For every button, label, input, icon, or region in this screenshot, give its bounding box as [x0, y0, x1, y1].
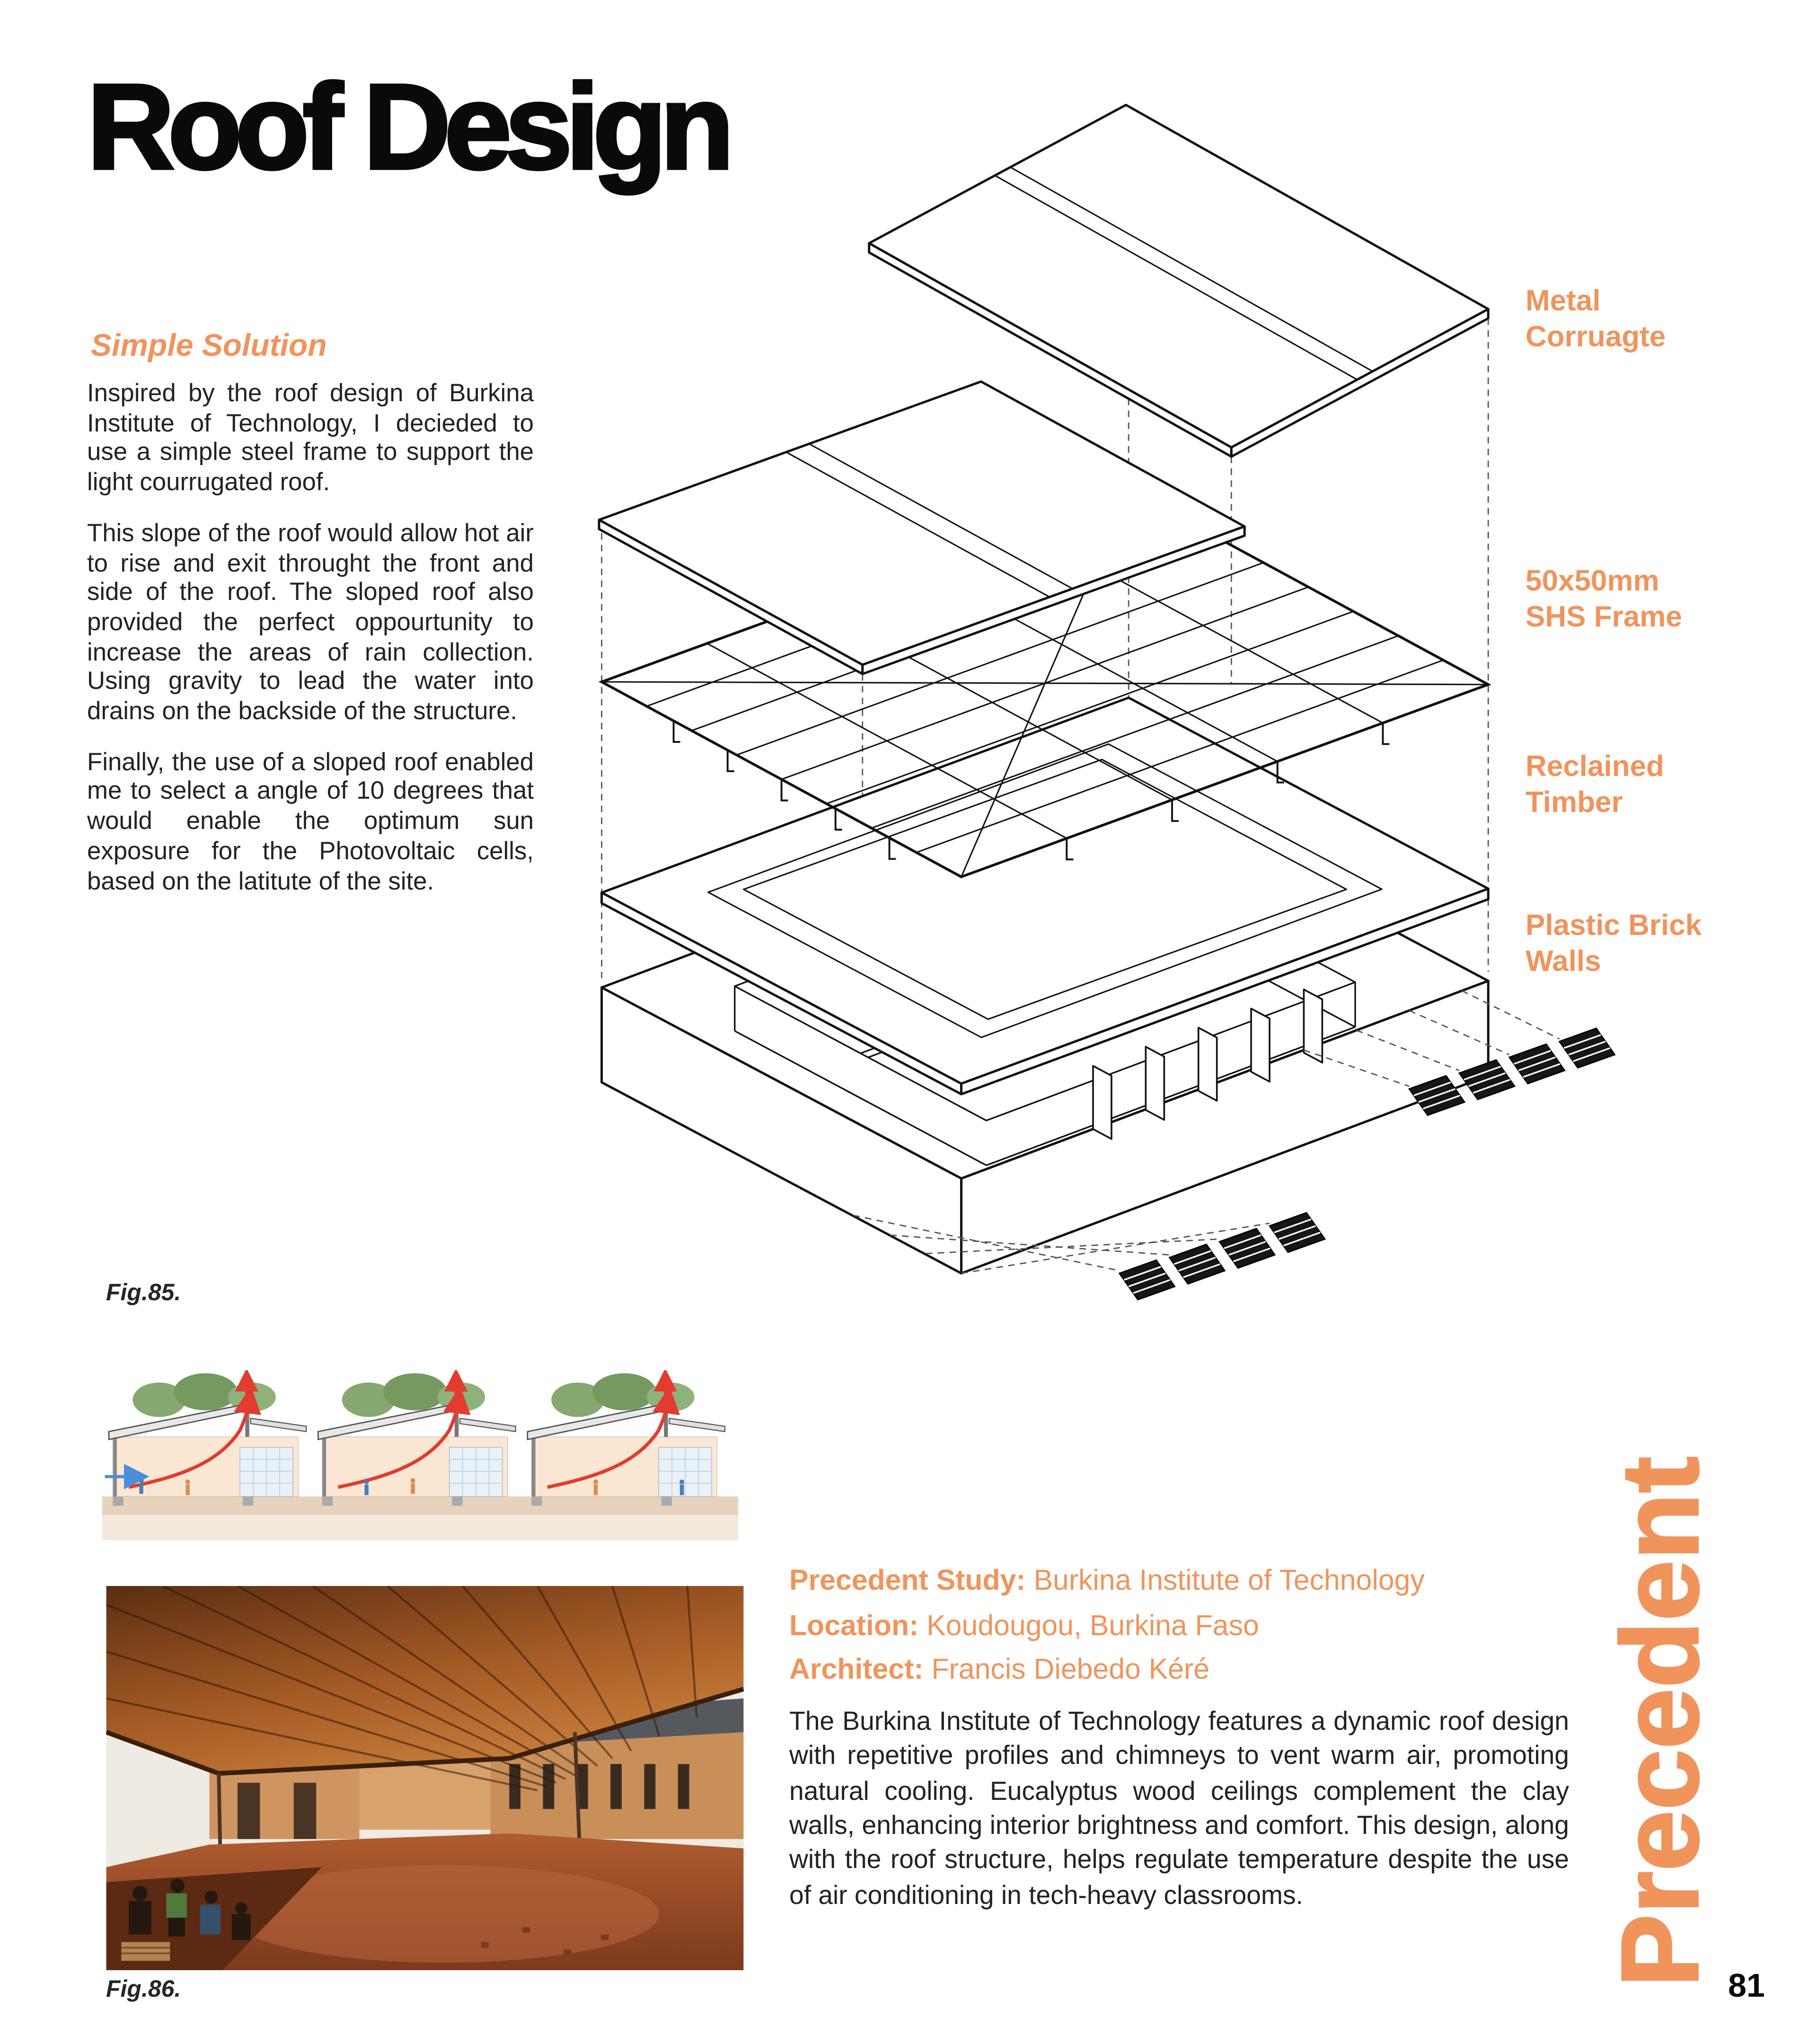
fig86-courtyard-photo: [106, 1586, 744, 1970]
precedent-study-label: Precedent Study:: [789, 1565, 1026, 1597]
architect-value: Francis Diebedo Kéré: [923, 1654, 1209, 1686]
fig85-caption: Fig.85.: [106, 1279, 181, 1306]
architect-row: Architect: Francis Diebedo Kéré: [789, 1648, 1584, 1693]
people-group: [121, 1878, 251, 1961]
architect-label: Architect:: [789, 1654, 924, 1686]
location-row: Location: Koudougou, Burkina Faso: [789, 1604, 1584, 1648]
page-title: Roof Design: [86, 57, 736, 196]
reclaimed-timber-layer: [600, 696, 1490, 1096]
location-value: Koudougou, Burkina Faso: [918, 1610, 1259, 1642]
precedent-study-block: Precedent Study: Burkina Institute of Te…: [789, 1559, 1584, 1693]
label-shs-frame: 50x50mm SHS Frame: [1526, 566, 1682, 634]
frame-posts: [672, 721, 1390, 861]
precedent-description: The Burkina Institute of Technology feat…: [789, 1707, 1569, 1909]
paragraph-1: Inspired by the roof design of Burkina I…: [87, 379, 534, 496]
paragraph-2: This slope of the roof would allow hot a…: [87, 518, 534, 725]
label-plastic-brick-walls: Plastic Brick Walls: [1526, 910, 1702, 979]
precedent-study-value: Burkina Institute of Technology: [1025, 1565, 1425, 1597]
fig85-airflow-section-diagram: [102, 1370, 738, 1541]
fig86-caption: Fig.86.: [106, 1976, 181, 2002]
page-number: 81: [1728, 1966, 1765, 2004]
metal-corrugate-layer: [598, 104, 1490, 675]
exploded-axonometric-diagram: [598, 104, 1616, 1301]
location-label: Location:: [789, 1610, 919, 1642]
label-reclaimed-timber: Reclained Timber: [1526, 751, 1664, 820]
label-metal-corrugate: Metal Corruagte: [1526, 286, 1666, 354]
precedent-study-row: Precedent Study: Burkina Institute of Te…: [789, 1559, 1584, 1604]
comb-wall-fingers: [1092, 988, 1323, 1140]
louver-panels: [1118, 1027, 1616, 1301]
precedent-sidebar-label: Precedent: [1598, 1455, 1723, 1988]
section-modules: [108, 1370, 726, 1506]
louver-guide-lines: [853, 990, 1560, 1274]
left-text-column: Inspired by the roof design of Burkina I…: [87, 379, 534, 916]
paragraph-3: Finally, the use of a sloped roof enable…: [87, 747, 534, 895]
simple-solution-heading: Simple Solution: [91, 329, 327, 363]
